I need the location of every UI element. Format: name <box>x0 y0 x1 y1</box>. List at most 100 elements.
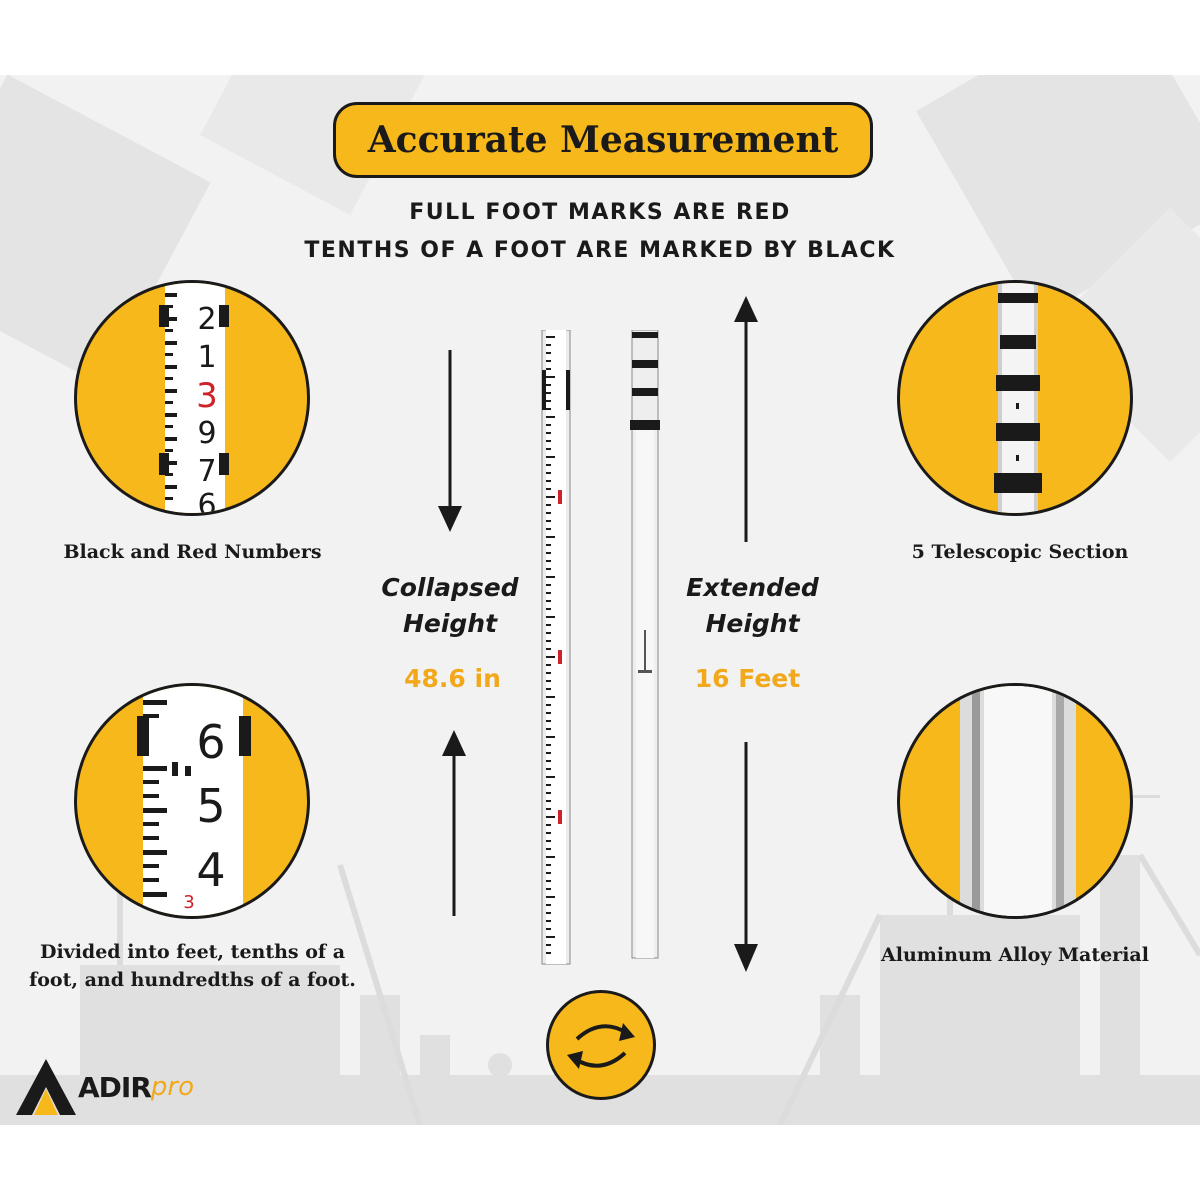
rod-tick <box>546 504 551 506</box>
aluminum-closeup-circle <box>897 683 1133 919</box>
rod-number: 5 <box>196 779 225 833</box>
rod-numbers-closeup-icon: 2 1 3 9 7 6 <box>159 283 229 516</box>
rotate-badge <box>546 990 656 1100</box>
rod-tick <box>546 576 555 578</box>
rod-graduations-closeup-icon: 6 5 4 3 <box>137 686 251 916</box>
rod-tick <box>546 512 551 514</box>
rod-tick <box>546 584 551 586</box>
numbers-closeup-circle: 2 1 3 9 7 6 <box>74 280 310 516</box>
arrow-up-icon <box>734 296 758 542</box>
rod-number: 4 <box>196 843 225 897</box>
rod-tick <box>546 944 551 946</box>
rod-tick <box>546 792 551 794</box>
rod-tick <box>546 344 551 346</box>
rod-tick <box>546 928 551 930</box>
rod-tick <box>546 624 551 626</box>
rod-tick <box>546 544 551 546</box>
rod-tick <box>546 648 551 650</box>
collapsed-label: Collapsed Height <box>370 570 530 642</box>
rod-tick <box>546 840 551 842</box>
collapsed-rod-image <box>541 330 571 965</box>
rod-tick <box>546 808 551 810</box>
rod-tick <box>546 832 551 834</box>
rod-tick <box>546 568 551 570</box>
title-badge: Accurate Measurement <box>333 102 873 178</box>
rod-tick <box>546 632 551 634</box>
rod-tick <box>546 400 551 402</box>
rod-tick <box>546 360 551 362</box>
rod-tick <box>546 424 551 426</box>
extended-label: Extended Height <box>670 570 835 642</box>
rod-tick <box>546 416 555 418</box>
arrow-down-icon <box>438 350 462 532</box>
collapsed-height-value: 48.6 in <box>404 664 501 693</box>
collapsed-label-line-2: Height <box>402 609 498 638</box>
rod-tick <box>546 464 551 466</box>
graduations-closeup-circle: 6 5 4 3 <box>74 683 310 919</box>
rod-tick <box>546 496 555 498</box>
rod-tick <box>546 560 551 562</box>
rod-tick <box>546 920 551 922</box>
rod-sections-closeup-icon <box>994 283 1042 513</box>
brand-logo: ADIR pro <box>14 1055 194 1119</box>
rod-tick <box>546 336 555 338</box>
rod-tick <box>546 480 551 482</box>
rod-tick <box>546 688 551 690</box>
rod-tick <box>546 768 551 770</box>
rod-tick <box>546 912 551 914</box>
rod-tick <box>546 680 551 682</box>
rod-tick <box>546 888 551 890</box>
rod-tick <box>546 760 551 762</box>
rod-tick <box>546 712 551 714</box>
arrow-down-icon <box>734 742 758 972</box>
rod-tick <box>546 728 551 730</box>
rod-number: 2 <box>197 302 216 337</box>
rod-tick <box>546 696 555 698</box>
rod-tick <box>546 472 551 474</box>
rod-tick <box>546 824 551 826</box>
feature-label-sections: 5 Telescopic Section <box>911 541 1129 563</box>
rod-tick <box>546 488 551 490</box>
rod-tick <box>546 856 555 858</box>
background-panel <box>0 75 1200 1125</box>
rod-tick <box>546 552 551 554</box>
rod-tick <box>546 368 551 370</box>
rod-number: 7 <box>197 454 216 489</box>
rod-tick <box>546 952 551 954</box>
rod-tick <box>546 448 551 450</box>
rod-tick <box>546 656 555 658</box>
rod-tick <box>546 640 551 642</box>
arrow-up-icon <box>442 730 466 916</box>
rotate-arrows-icon <box>567 1023 635 1069</box>
rod-tick <box>546 528 551 530</box>
rod-tick <box>546 872 551 874</box>
rod-tick <box>546 704 551 706</box>
rod-number: 6 <box>197 488 216 516</box>
rod-tick <box>546 600 551 602</box>
subtitle-line-1: FULL FOOT MARKS ARE RED <box>409 200 791 225</box>
rod-tick <box>546 784 551 786</box>
collapsed-label-line-1: Collapsed <box>381 573 519 602</box>
rod-tick <box>546 904 551 906</box>
rod-tick <box>546 800 551 802</box>
rod-tick <box>546 352 551 354</box>
extended-rod-image <box>630 330 660 959</box>
rod-tick <box>546 408 551 410</box>
rod-tick <box>546 440 551 442</box>
rod-tick <box>546 376 555 378</box>
rod-tick <box>546 896 555 898</box>
rod-tick <box>546 880 551 882</box>
rod-tick <box>546 752 551 754</box>
rod-number: 9 <box>197 416 216 451</box>
brand-name: ADIR <box>78 1070 152 1104</box>
rod-tick <box>546 720 551 722</box>
rod-tick <box>546 848 551 850</box>
extended-label-line-1: Extended <box>686 573 819 602</box>
rod-tick <box>546 776 555 778</box>
rod-tick <box>546 592 551 594</box>
brand-logo-icon <box>16 1059 76 1115</box>
page-title: Accurate Measurement <box>367 119 839 161</box>
rod-tick <box>546 744 551 746</box>
rod-tick <box>546 520 551 522</box>
rod-tick <box>546 736 555 738</box>
